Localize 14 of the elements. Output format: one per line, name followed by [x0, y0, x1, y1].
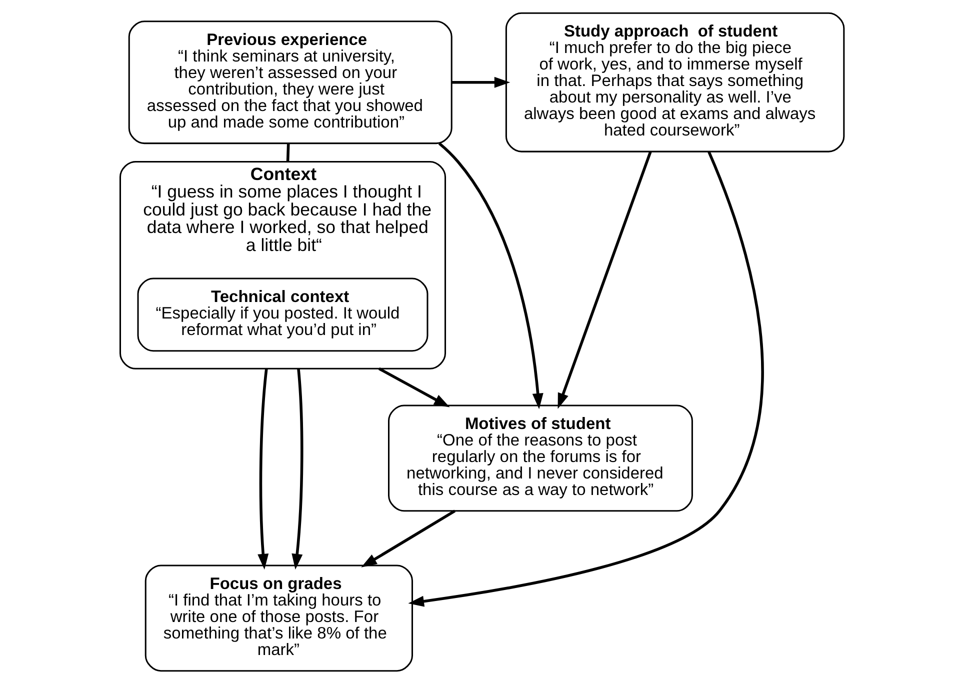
node-box: Study approach of student “I much prefer to do the big piece of work, yes, and to immerse myself in that. Perhaps that says something about my personality as well. I’ve always been good at exams and always hated coursework”	[505, 12, 845, 152]
arrow	[438, 142, 544, 410]
arrow	[378, 367, 450, 408]
node-box: Technical context “Especially if you posted. It would reformat what you’d put in”	[137, 278, 428, 352]
connector	[286, 143, 290, 162]
arrow	[408, 151, 764, 607]
arrow	[258, 368, 269, 570]
arrow	[361, 510, 456, 568]
arrow	[452, 76, 510, 88]
node-box: Previous experience “I think seminars at university, they weren’t assessed on your contribution, they were just assessed on the fact that you showed up and made some contribution”	[128, 20, 452, 144]
node-box: Motives of student “One of the reasons to post regularly on the forums is for networking, and I never considered this course as a way to network”	[388, 404, 693, 512]
arrow	[558, 151, 652, 409]
node-box: Focus on grades “I find that I’m taking hours to write one of those posts. For something that’s like 8% of the mark”	[144, 564, 414, 672]
arrow	[292, 368, 304, 570]
